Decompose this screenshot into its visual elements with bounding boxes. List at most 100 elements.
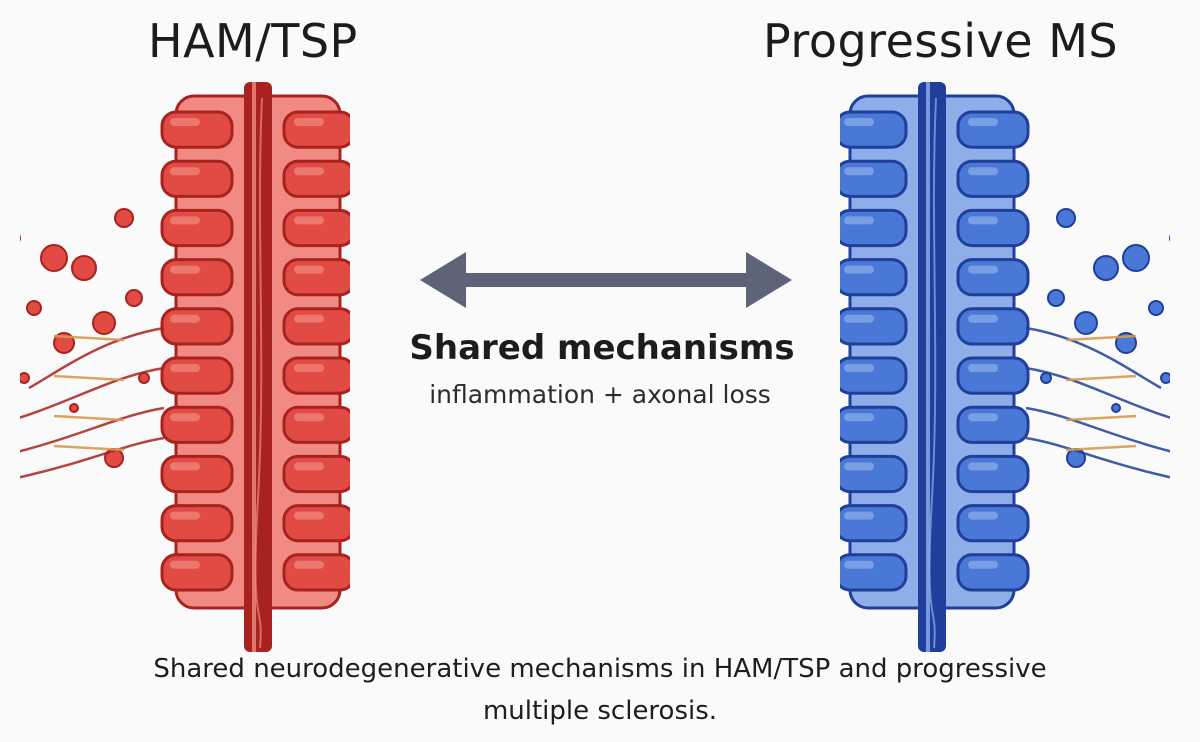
cell-particle <box>71 255 97 281</box>
lobe-highlight <box>968 167 998 176</box>
cord-lobe-right <box>282 258 350 297</box>
cord-lobe-left <box>840 110 908 149</box>
lobe-highlight <box>170 314 200 323</box>
canal-highlight <box>926 82 930 652</box>
lobe-highlight <box>844 216 874 225</box>
lobe-highlight <box>294 511 324 520</box>
shared-mechanisms-subheading: inflammation + axonal loss <box>429 380 771 409</box>
lobe-highlight <box>968 511 998 520</box>
nerve-fibre-branch <box>1065 414 1137 422</box>
cord-lobe-right <box>282 110 350 149</box>
lobe-highlight <box>968 265 998 274</box>
canal-highlight <box>252 82 256 652</box>
nerve-fibre <box>20 406 165 453</box>
cord-lobe-right <box>956 159 1030 198</box>
lobe-highlight <box>170 511 200 520</box>
central-canal <box>918 82 946 652</box>
central-canal <box>244 82 272 652</box>
nerve-fibre <box>1025 366 1170 419</box>
lobe-highlight <box>844 511 874 520</box>
lobe-highlight <box>844 265 874 274</box>
lobe-highlight <box>170 118 200 126</box>
lobe-highlight <box>170 265 200 274</box>
title-ham-tsp: HAM/TSP <box>148 14 358 68</box>
cord-lobe-right <box>282 208 350 248</box>
lobe-highlight <box>968 413 998 422</box>
cell-particle <box>125 289 143 307</box>
double-arrow-icon <box>420 252 792 308</box>
cord-lobe-left <box>160 258 234 297</box>
cord-lobe-left <box>160 159 234 198</box>
cell-particle <box>1074 311 1098 335</box>
cell-particle <box>92 311 116 335</box>
lobe-highlight <box>968 314 998 323</box>
lobe-highlight <box>294 364 324 372</box>
spinal-cord-blue-illustration <box>840 82 1170 652</box>
title-progressive-ms: Progressive MS <box>763 14 1119 68</box>
cord-lobe-left <box>840 159 908 198</box>
spinal-cord-red-illustration <box>20 82 350 652</box>
cord-lobe-right <box>956 405 1030 444</box>
lobe-highlight <box>170 413 200 422</box>
cell-particle <box>1093 255 1119 281</box>
lobe-highlight <box>844 560 874 569</box>
lobe-highlight <box>294 462 324 471</box>
lobe-highlight <box>844 314 874 323</box>
cord-lobe-left <box>840 405 908 444</box>
cell-particle <box>114 208 134 228</box>
lobe-highlight <box>294 216 324 225</box>
cell-particle <box>69 403 79 413</box>
nerve-fibre-branch <box>53 444 125 452</box>
lobe-highlight <box>170 462 200 471</box>
cord-lobe-right <box>956 454 1030 494</box>
nerve-fibre-branch <box>1065 374 1137 382</box>
cell-particle <box>20 372 30 384</box>
nerve-fibre <box>1025 406 1170 453</box>
lobe-highlight <box>294 314 324 323</box>
shared-mechanisms-heading: Shared mechanisms <box>409 328 795 368</box>
cord-lobe-left <box>840 553 908 592</box>
cord-lobe-right <box>282 454 350 494</box>
nerve-fibre <box>20 366 165 419</box>
nerve-fibre-branch <box>53 334 125 342</box>
cord-lobe-left <box>160 208 234 248</box>
nerve-fibre <box>28 326 165 390</box>
cell-particle <box>1056 208 1076 228</box>
lobe-highlight <box>170 167 200 176</box>
cord-lobe-left <box>840 504 908 543</box>
lobe-highlight <box>294 560 324 569</box>
cord-lobe-right <box>282 159 350 198</box>
canal-vessel <box>254 97 263 649</box>
cell-particle <box>1160 372 1170 384</box>
figure-caption: Shared neurodegenerative mechanisms in H… <box>0 648 1200 732</box>
cell-particle <box>40 244 68 272</box>
cell-particle <box>26 300 42 316</box>
cord-lobe-right <box>282 405 350 444</box>
nerve-fibre <box>1025 436 1170 479</box>
lobe-highlight <box>968 462 998 471</box>
nerve-fibre-branch <box>1065 444 1137 452</box>
cord-lobe-right <box>956 504 1030 543</box>
nerve-fibre-branch <box>53 414 125 422</box>
lobe-highlight <box>844 413 874 422</box>
cell-particle <box>1122 244 1150 272</box>
cord-lobe-left <box>840 208 908 248</box>
lobe-highlight <box>294 265 324 274</box>
cord-lobe-right <box>956 258 1030 297</box>
lobe-highlight <box>294 167 324 176</box>
cord-lobe-right <box>956 110 1030 149</box>
lobe-highlight <box>844 118 874 126</box>
cord-lobe-left <box>840 454 908 494</box>
canal-vessel <box>928 97 937 649</box>
lobe-highlight <box>844 167 874 176</box>
cord-lobe-right <box>282 504 350 543</box>
cell-particle <box>1148 300 1164 316</box>
spinal-cord-group <box>840 82 1170 652</box>
cord-lobe-right <box>282 553 350 592</box>
lobe-highlight <box>844 364 874 372</box>
lobe-highlight <box>968 560 998 569</box>
double-arrow-shape <box>420 252 792 308</box>
cell-particle <box>1047 289 1065 307</box>
cell-particle <box>1111 403 1121 413</box>
cord-lobe-right <box>956 553 1030 592</box>
